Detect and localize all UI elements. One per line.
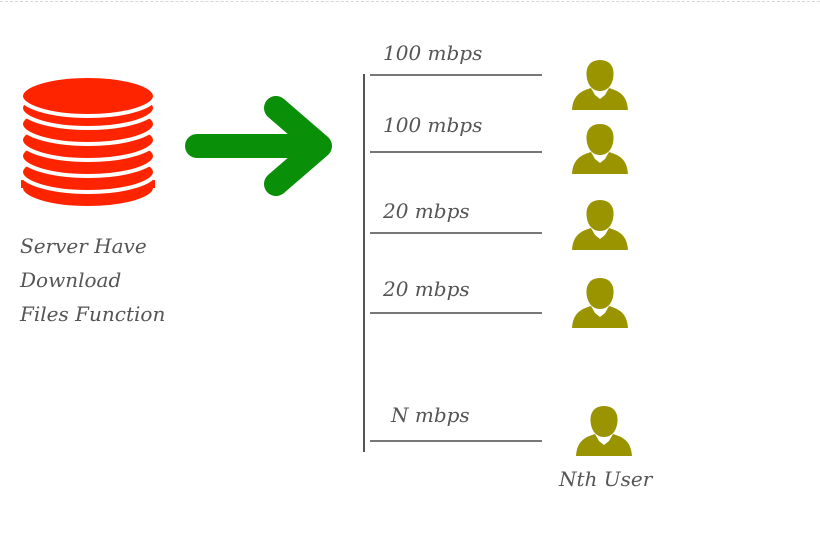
nth-user-label: Nth User — [559, 467, 653, 491]
server-label-line-1: Server Have — [20, 234, 147, 258]
speed-label-1: 100 mbps — [383, 41, 483, 65]
branch-line-4 — [370, 312, 542, 314]
top-dashed-divider — [0, 1, 820, 2]
branch-line-1 — [370, 74, 542, 76]
speed-label-4: 20 mbps — [383, 277, 470, 301]
arrow-right-icon — [185, 96, 332, 196]
server-label-line-2: Download — [20, 268, 122, 292]
user-icon — [572, 200, 628, 250]
user-icon — [576, 406, 632, 456]
database-icon — [19, 74, 157, 210]
speed-label-3: 20 mbps — [383, 199, 470, 223]
user-icon — [572, 60, 628, 110]
trunk-line — [363, 74, 365, 452]
branch-line-2 — [370, 151, 542, 153]
user-icon — [572, 278, 628, 328]
branch-line-3 — [370, 232, 542, 234]
user-icon — [572, 124, 628, 174]
server-label-line-3: Files Function — [20, 302, 166, 326]
speed-label-2: 100 mbps — [383, 113, 483, 137]
server-label: Server Have Download Files Function — [20, 229, 220, 331]
speed-label-5: N mbps — [391, 403, 470, 427]
branch-line-5 — [370, 440, 542, 442]
